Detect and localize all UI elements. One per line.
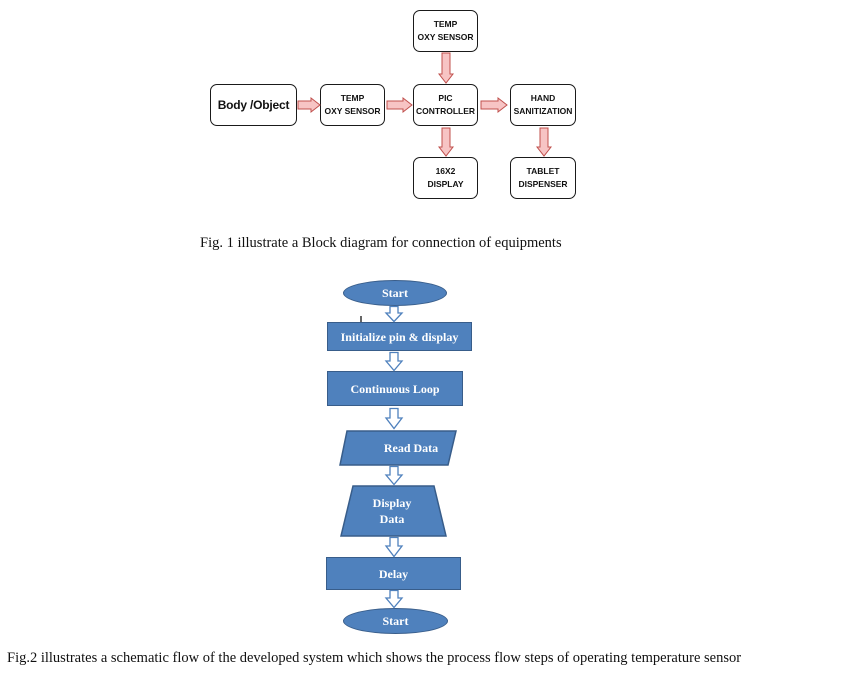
flow-arrow-6 bbox=[384, 589, 404, 609]
flow-arrow-3 bbox=[384, 407, 404, 430]
temp-oxy-sensor-left-label: TEMP OXY SENSOR bbox=[324, 93, 381, 116]
arrow-sensor-to-controller bbox=[386, 96, 413, 114]
hand-sanitization-label: HAND SANITIZATION bbox=[513, 93, 573, 116]
flow-arrow-1 bbox=[384, 305, 404, 323]
display-data-node: Display Data bbox=[340, 485, 444, 537]
figure-1-caption: Fig. 1 illustrate a Block diagram for co… bbox=[200, 235, 562, 251]
initialize-process: Initialize pin & display bbox=[327, 322, 472, 351]
delay-process: Delay bbox=[326, 557, 461, 590]
flow-arrow-2 bbox=[384, 351, 404, 372]
tick-mark bbox=[360, 316, 362, 322]
hand-sanitization-box: HAND SANITIZATION bbox=[510, 84, 576, 126]
initialize-label: Initialize pin & display bbox=[340, 329, 459, 344]
display-data-label: Display Data bbox=[372, 496, 412, 526]
display-16x2-box: 16X2 DISPLAY bbox=[413, 157, 478, 199]
delay-label: Delay bbox=[378, 566, 409, 581]
arrow-body-to-sensor bbox=[297, 96, 321, 114]
read-data-io-shape bbox=[339, 430, 457, 466]
start-top-label: Start bbox=[382, 286, 408, 300]
tablet-dispenser-label: TABLET DISPENSER bbox=[518, 166, 568, 189]
body-object-label: Body /Object bbox=[217, 97, 290, 112]
figure-2-caption: Fig.2 illustrates a schematic flow of th… bbox=[7, 650, 742, 666]
start-bottom-terminal: Start bbox=[343, 608, 448, 634]
loop-label: Continuous Loop bbox=[350, 381, 440, 396]
arrow-controller-to-display bbox=[437, 127, 455, 157]
read-data-node: Read Data bbox=[352, 430, 470, 466]
read-data-label: Read Data bbox=[383, 441, 439, 455]
display-16x2-label: 16X2 DISPLAY bbox=[427, 166, 464, 189]
arrow-top-sensor-to-controller bbox=[437, 52, 455, 84]
arrow-controller-to-sanitization bbox=[480, 96, 508, 114]
pic-controller-box: PIC CONTROLLER bbox=[413, 84, 478, 126]
arrow-sanitization-to-tablet bbox=[535, 127, 553, 157]
temp-oxy-sensor-top-label: TEMP OXY SENSOR bbox=[417, 19, 474, 42]
flow-arrow-5 bbox=[384, 536, 404, 558]
temp-oxy-sensor-left-box: TEMP OXY SENSOR bbox=[320, 84, 385, 126]
body-object-box: Body /Object bbox=[210, 84, 297, 126]
temp-oxy-sensor-top-box: TEMP OXY SENSOR bbox=[413, 10, 478, 52]
display-data-shape bbox=[340, 485, 447, 537]
loop-process: Continuous Loop bbox=[327, 371, 463, 406]
start-bottom-label: Start bbox=[382, 614, 409, 628]
flow-arrow-4 bbox=[384, 465, 404, 486]
start-top-terminal: Start bbox=[343, 280, 447, 306]
pic-controller-label: PIC CONTROLLER bbox=[415, 93, 476, 116]
tablet-dispenser-box: TABLET DISPENSER bbox=[510, 157, 576, 199]
